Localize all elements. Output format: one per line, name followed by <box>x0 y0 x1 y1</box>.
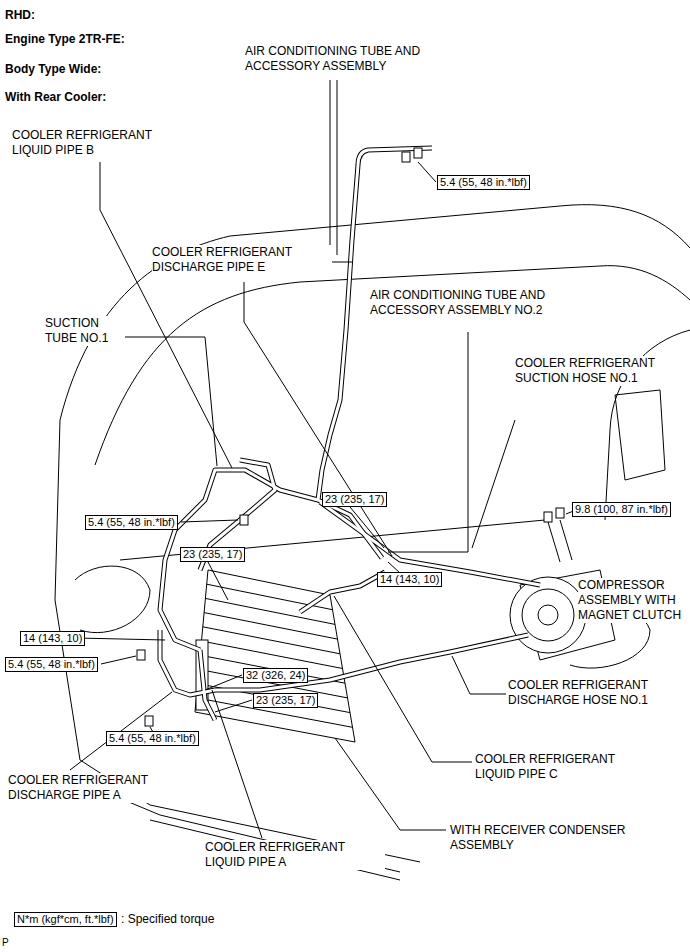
pipe-fill <box>318 148 432 500</box>
part-label: AIR CONDITIONING TUBE AND ACCESSORY ASSE… <box>245 44 460 74</box>
torque-box: 14 (143, 10) <box>20 631 85 646</box>
torque-value: 23 (235, 17) <box>256 694 315 706</box>
torque-value: 5.4 (55, 48 in.*lbf) <box>440 176 527 188</box>
torque-value: 14 (143, 10) <box>380 573 439 585</box>
legend-sample-box: N*m (kgf*cm, ft.*lbf) <box>14 912 117 927</box>
torque-value: 32 (326, 24) <box>246 669 305 681</box>
torque-value: 9.8 (100, 87 in.*lbf) <box>575 503 668 515</box>
torque-value: 5.4 (55, 48 in.*lbf) <box>88 516 175 528</box>
pipe-outline <box>300 572 385 612</box>
torque-box: 5.4 (55, 48 in.*lbf) <box>85 515 178 530</box>
pipe-outline <box>215 635 528 690</box>
torque-box: 5.4 (55, 48 in.*lbf) <box>5 657 98 672</box>
part-label: RHD: <box>5 8 35 23</box>
pipe-outline <box>160 630 215 695</box>
torque-box: 23 (235, 17) <box>253 693 318 708</box>
torque-value: 5.4 (55, 48 in.*lbf) <box>109 732 196 744</box>
torque-box: 23 (235, 17) <box>322 492 387 507</box>
pipe-fill <box>160 470 318 650</box>
pipe-outline <box>318 148 432 500</box>
part-label: P <box>2 935 9 950</box>
torque-value: 5.4 (55, 48 in.*lbf) <box>8 658 95 670</box>
pipe-fill <box>215 635 528 690</box>
pipe-outline <box>200 650 215 720</box>
refrigerant-pipes <box>160 148 540 720</box>
part-label: SUCTION TUBE NO.1 <box>45 316 125 346</box>
part-label: With Rear Cooler: <box>5 90 106 105</box>
part-label: COOLER REFRIGERANT DISCHARGE PIPE A <box>8 773 188 803</box>
leader-lines <box>70 80 590 838</box>
torque-value: N*m (kgf*cm, ft.*lbf) <box>17 913 114 925</box>
torque-box: 32 (326, 24) <box>243 668 308 683</box>
condenser <box>195 570 355 742</box>
part-label: : Specified torque <box>121 912 214 927</box>
part-label: COOLER REFRIGERANT DISCHARGE HOSE NO.1 <box>508 678 686 708</box>
part-label: COOLER REFRIGERANT DISCHARGE PIPE E <box>152 245 332 275</box>
pipe-outline <box>160 470 318 650</box>
torque-box: 5.4 (55, 48 in.*lbf) <box>437 175 530 190</box>
part-label: COOLER REFRIGERANT SUCTION HOSE NO.1 <box>515 356 685 386</box>
torque-value: 23 (235, 17) <box>325 493 384 505</box>
torque-box: 5.4 (55, 48 in.*lbf) <box>106 731 199 746</box>
torque-box: 9.8 (100, 87 in.*lbf) <box>572 502 671 517</box>
part-label: COOLER REFRIGERANT LIQUID PIPE C <box>475 752 653 782</box>
torque-value: 23 (235, 17) <box>183 548 242 560</box>
pipe-fill <box>300 572 385 612</box>
part-label: COOLER REFRIGERANT LIQUID PIPE B <box>12 128 192 158</box>
part-label: WITH RECEIVER CONDENSER ASSEMBLY <box>450 823 660 853</box>
pipe-fill <box>160 630 215 695</box>
torque-box: 23 (235, 17) <box>180 547 245 562</box>
part-label: Engine Type 2TR-FE: <box>5 32 125 47</box>
part-label: Body Type Wide: <box>5 62 101 77</box>
torque-value: 14 (143, 10) <box>23 632 82 644</box>
part-label: COOLER REFRIGERANT LIQUID PIPE A <box>205 840 385 870</box>
bolts <box>137 148 564 726</box>
part-label: AIR CONDITIONING TUBE AND ACCESSORY ASSE… <box>370 288 585 318</box>
part-label: COMPRESSOR ASSEMBLY WITH MAGNET CLUTCH <box>578 578 686 623</box>
torque-box: 14 (143, 10) <box>377 572 442 587</box>
pipe-fill <box>200 650 215 720</box>
